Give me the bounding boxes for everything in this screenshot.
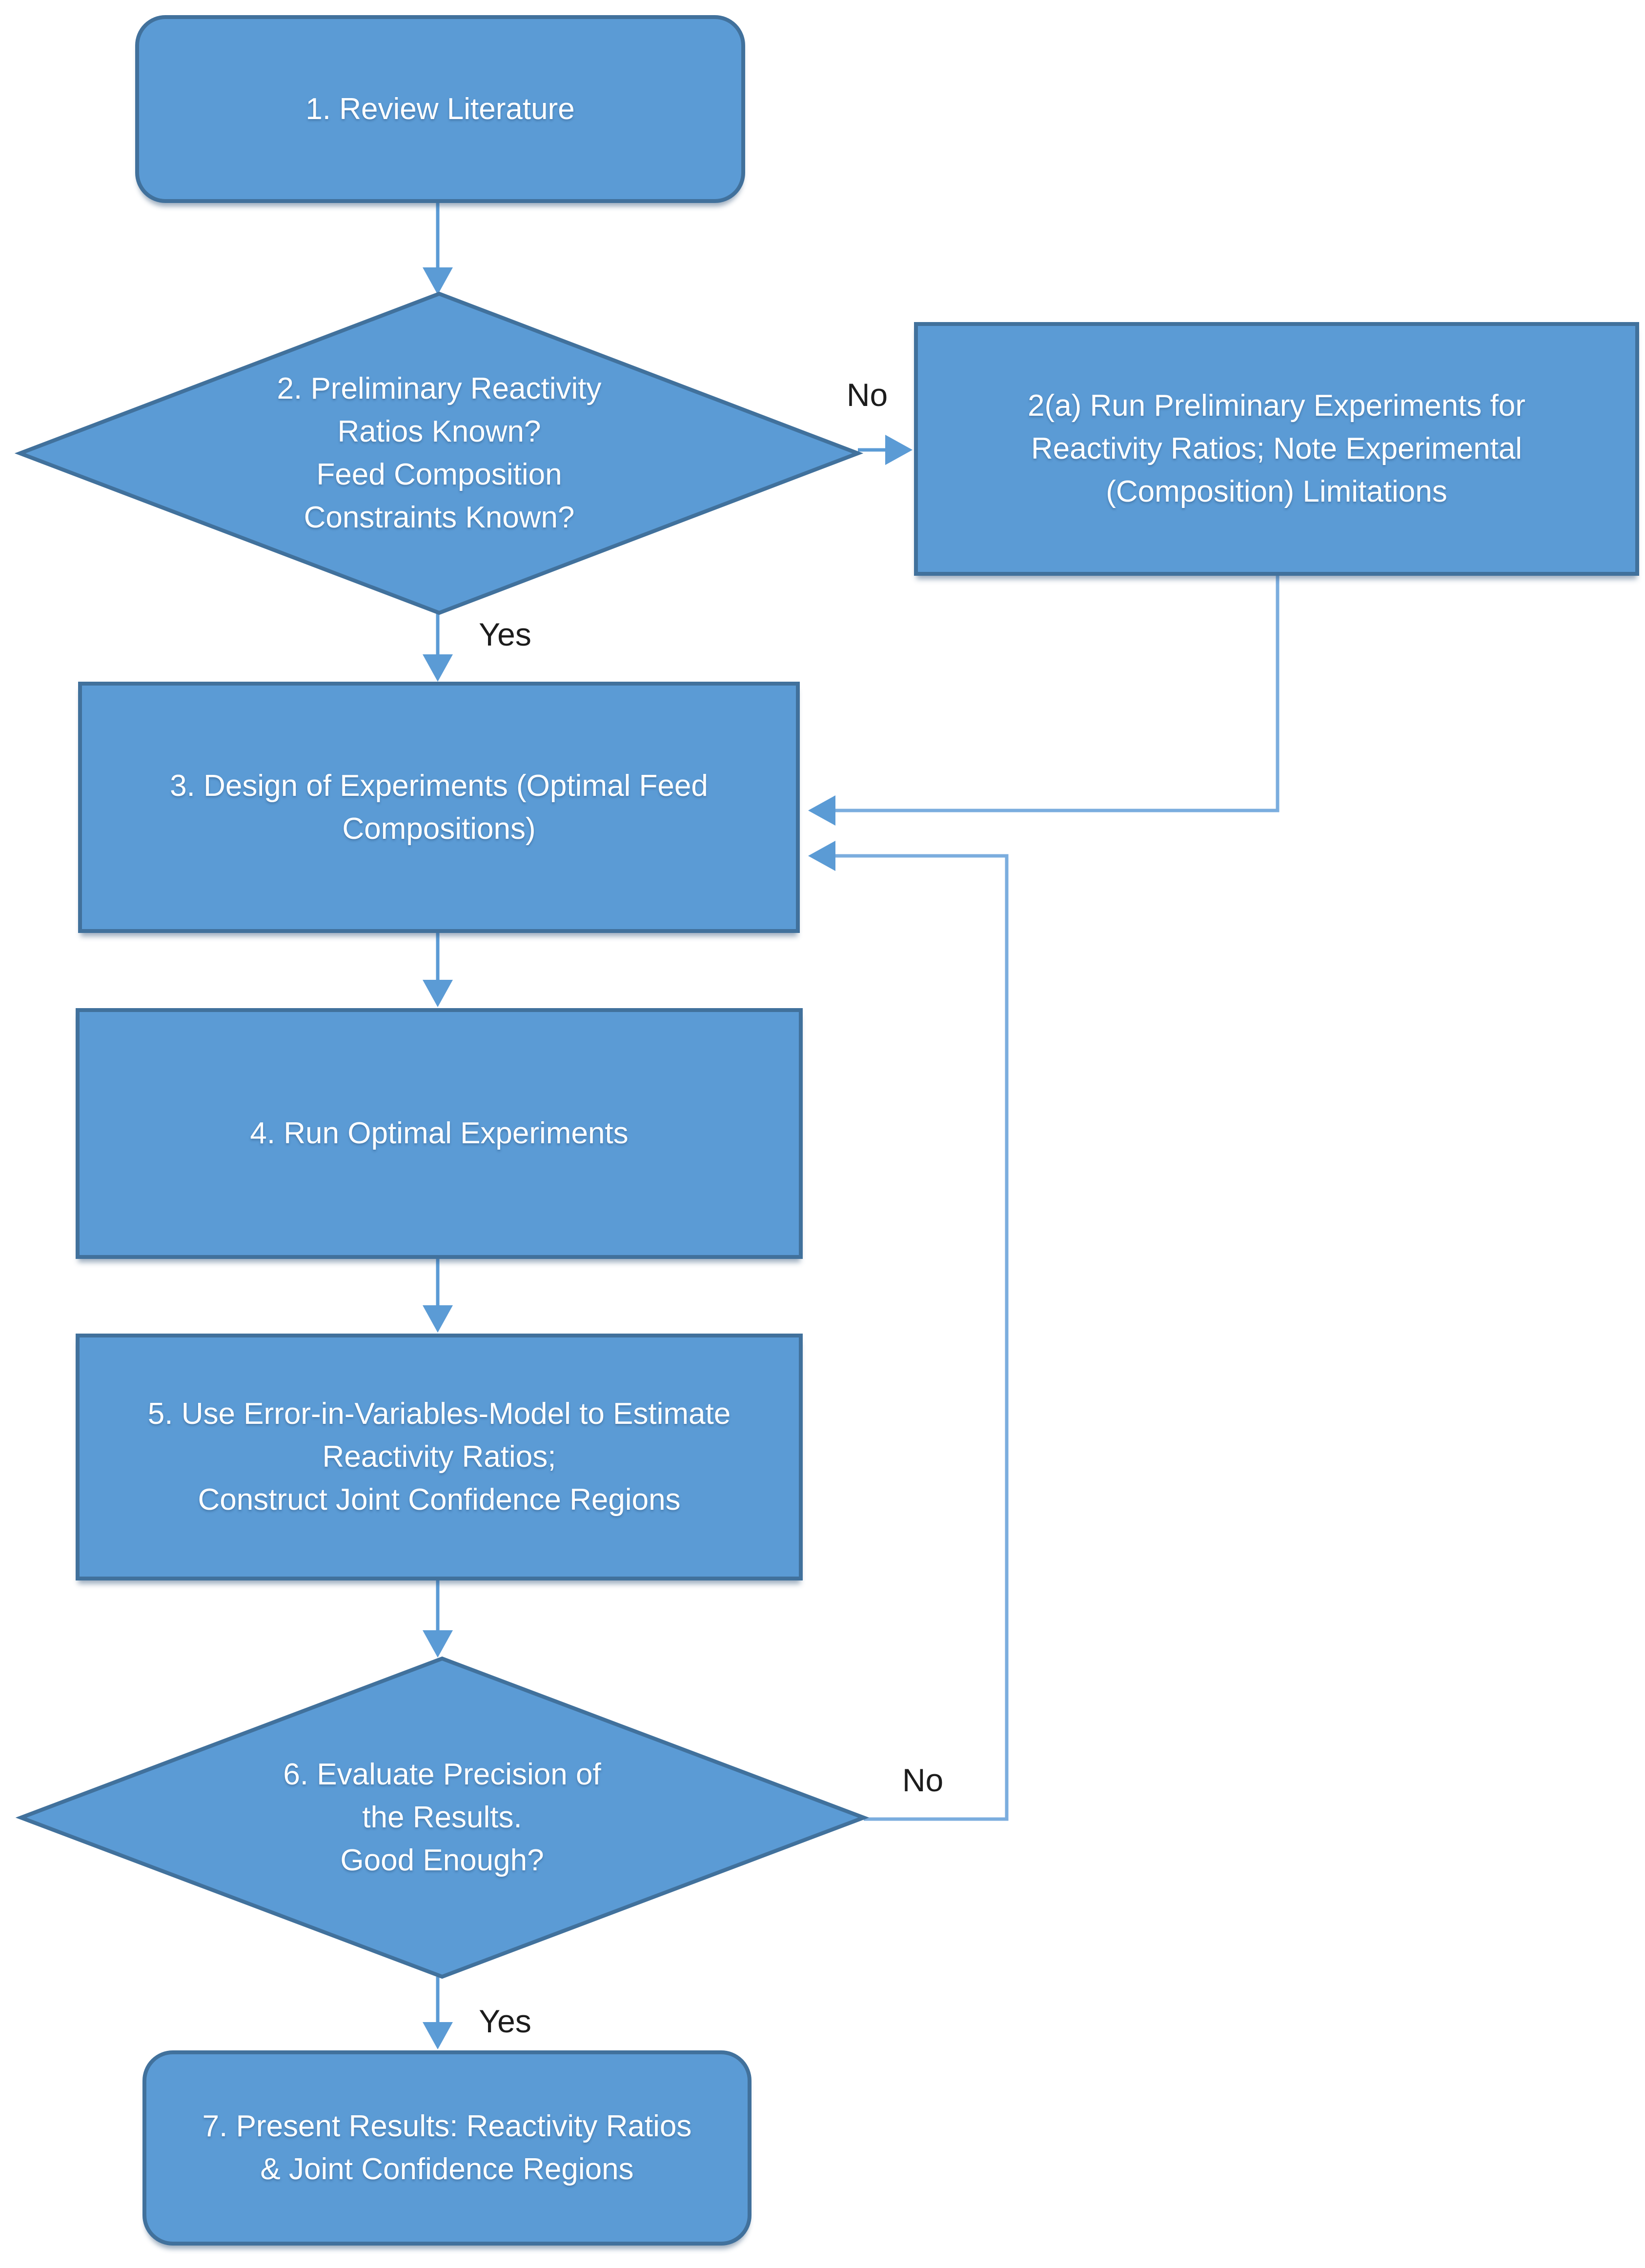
edge-label-yes-step6: Yes xyxy=(479,2003,531,2039)
node-label-line: 1. Review Literature xyxy=(305,92,575,126)
node-label-line: Good Enough? xyxy=(340,1843,544,1877)
arrowhead-into-step7 xyxy=(423,2022,453,2049)
decision-6-shape xyxy=(15,1656,870,1979)
node-label-line: 5. Use Error-in-Variables-Model to Estim… xyxy=(147,1397,731,1431)
node-step-6-label: 6. Evaluate Precision of the Results. Go… xyxy=(125,1753,759,1882)
node-step-7: 7. Present Results: Reactivity Ratios & … xyxy=(142,2050,751,2246)
node-label-line: 2(a) Run Preliminary Experiments for xyxy=(1028,389,1525,423)
node-label-line: Construct Joint Confidence Regions xyxy=(198,1483,681,1517)
node-label-line: 3. Design of Experiments (Optimal Feed xyxy=(170,769,708,803)
node-label-line: Reactivity Ratios; Note Experimental xyxy=(1031,432,1523,466)
node-step-4: 4. Run Optimal Experiments xyxy=(76,1008,803,1259)
edge-label-no-step2: No xyxy=(846,377,888,413)
arrowhead-into-step6 xyxy=(423,1630,453,1658)
node-step-5: 5. Use Error-in-Variables-Model to Estim… xyxy=(76,1334,803,1580)
arrowhead-into-step3-right-upper xyxy=(808,795,835,826)
node-label-line: the Results. xyxy=(362,1801,522,1834)
connector-step6-no-step3 xyxy=(835,854,1009,1821)
node-label-line: Feed Composition xyxy=(316,458,562,491)
node-label-line: Constraints Known? xyxy=(304,501,575,534)
node-step-2a: 2(a) Run Preliminary Experiments for Rea… xyxy=(914,322,1639,576)
node-label-line: 7. Present Results: Reactivity Ratios xyxy=(202,2109,692,2143)
node-label-line: 6. Evaluate Precision of xyxy=(283,1758,601,1791)
arrowhead-into-step4 xyxy=(423,980,453,1007)
arrowhead-into-step2a xyxy=(885,435,913,465)
edge-label-yes-step2: Yes xyxy=(479,616,531,652)
node-label-line: 4. Run Optimal Experiments xyxy=(250,1116,629,1150)
arrowhead-into-step5 xyxy=(423,1305,453,1333)
arrowhead-into-step3-right-lower xyxy=(808,841,835,871)
edge-label-no-step6: No xyxy=(902,1762,944,1798)
node-label-line: Reactivity Ratios; xyxy=(322,1440,556,1474)
node-label-line: Compositions) xyxy=(342,811,536,846)
node-label-line: (Composition) Limitations xyxy=(1106,475,1447,508)
node-step-2-label: 2. Preliminary Reactivity Ratios Known? … xyxy=(122,362,756,545)
arrowhead-into-step3-top xyxy=(423,654,453,682)
connector-step2a-step3 xyxy=(835,576,1279,812)
node-label-line: 2. Preliminary Reactivity xyxy=(277,372,602,405)
arrowhead-into-step2 xyxy=(423,267,453,295)
node-step-3: 3. Design of Experiments (Optimal Feed C… xyxy=(78,682,800,933)
node-label-line: Ratios Known? xyxy=(337,415,541,448)
node-step-1: 1. Review Literature xyxy=(135,15,745,203)
decision-2-shape xyxy=(14,291,864,615)
node-label-line: & Joint Confidence Regions xyxy=(260,2152,634,2186)
